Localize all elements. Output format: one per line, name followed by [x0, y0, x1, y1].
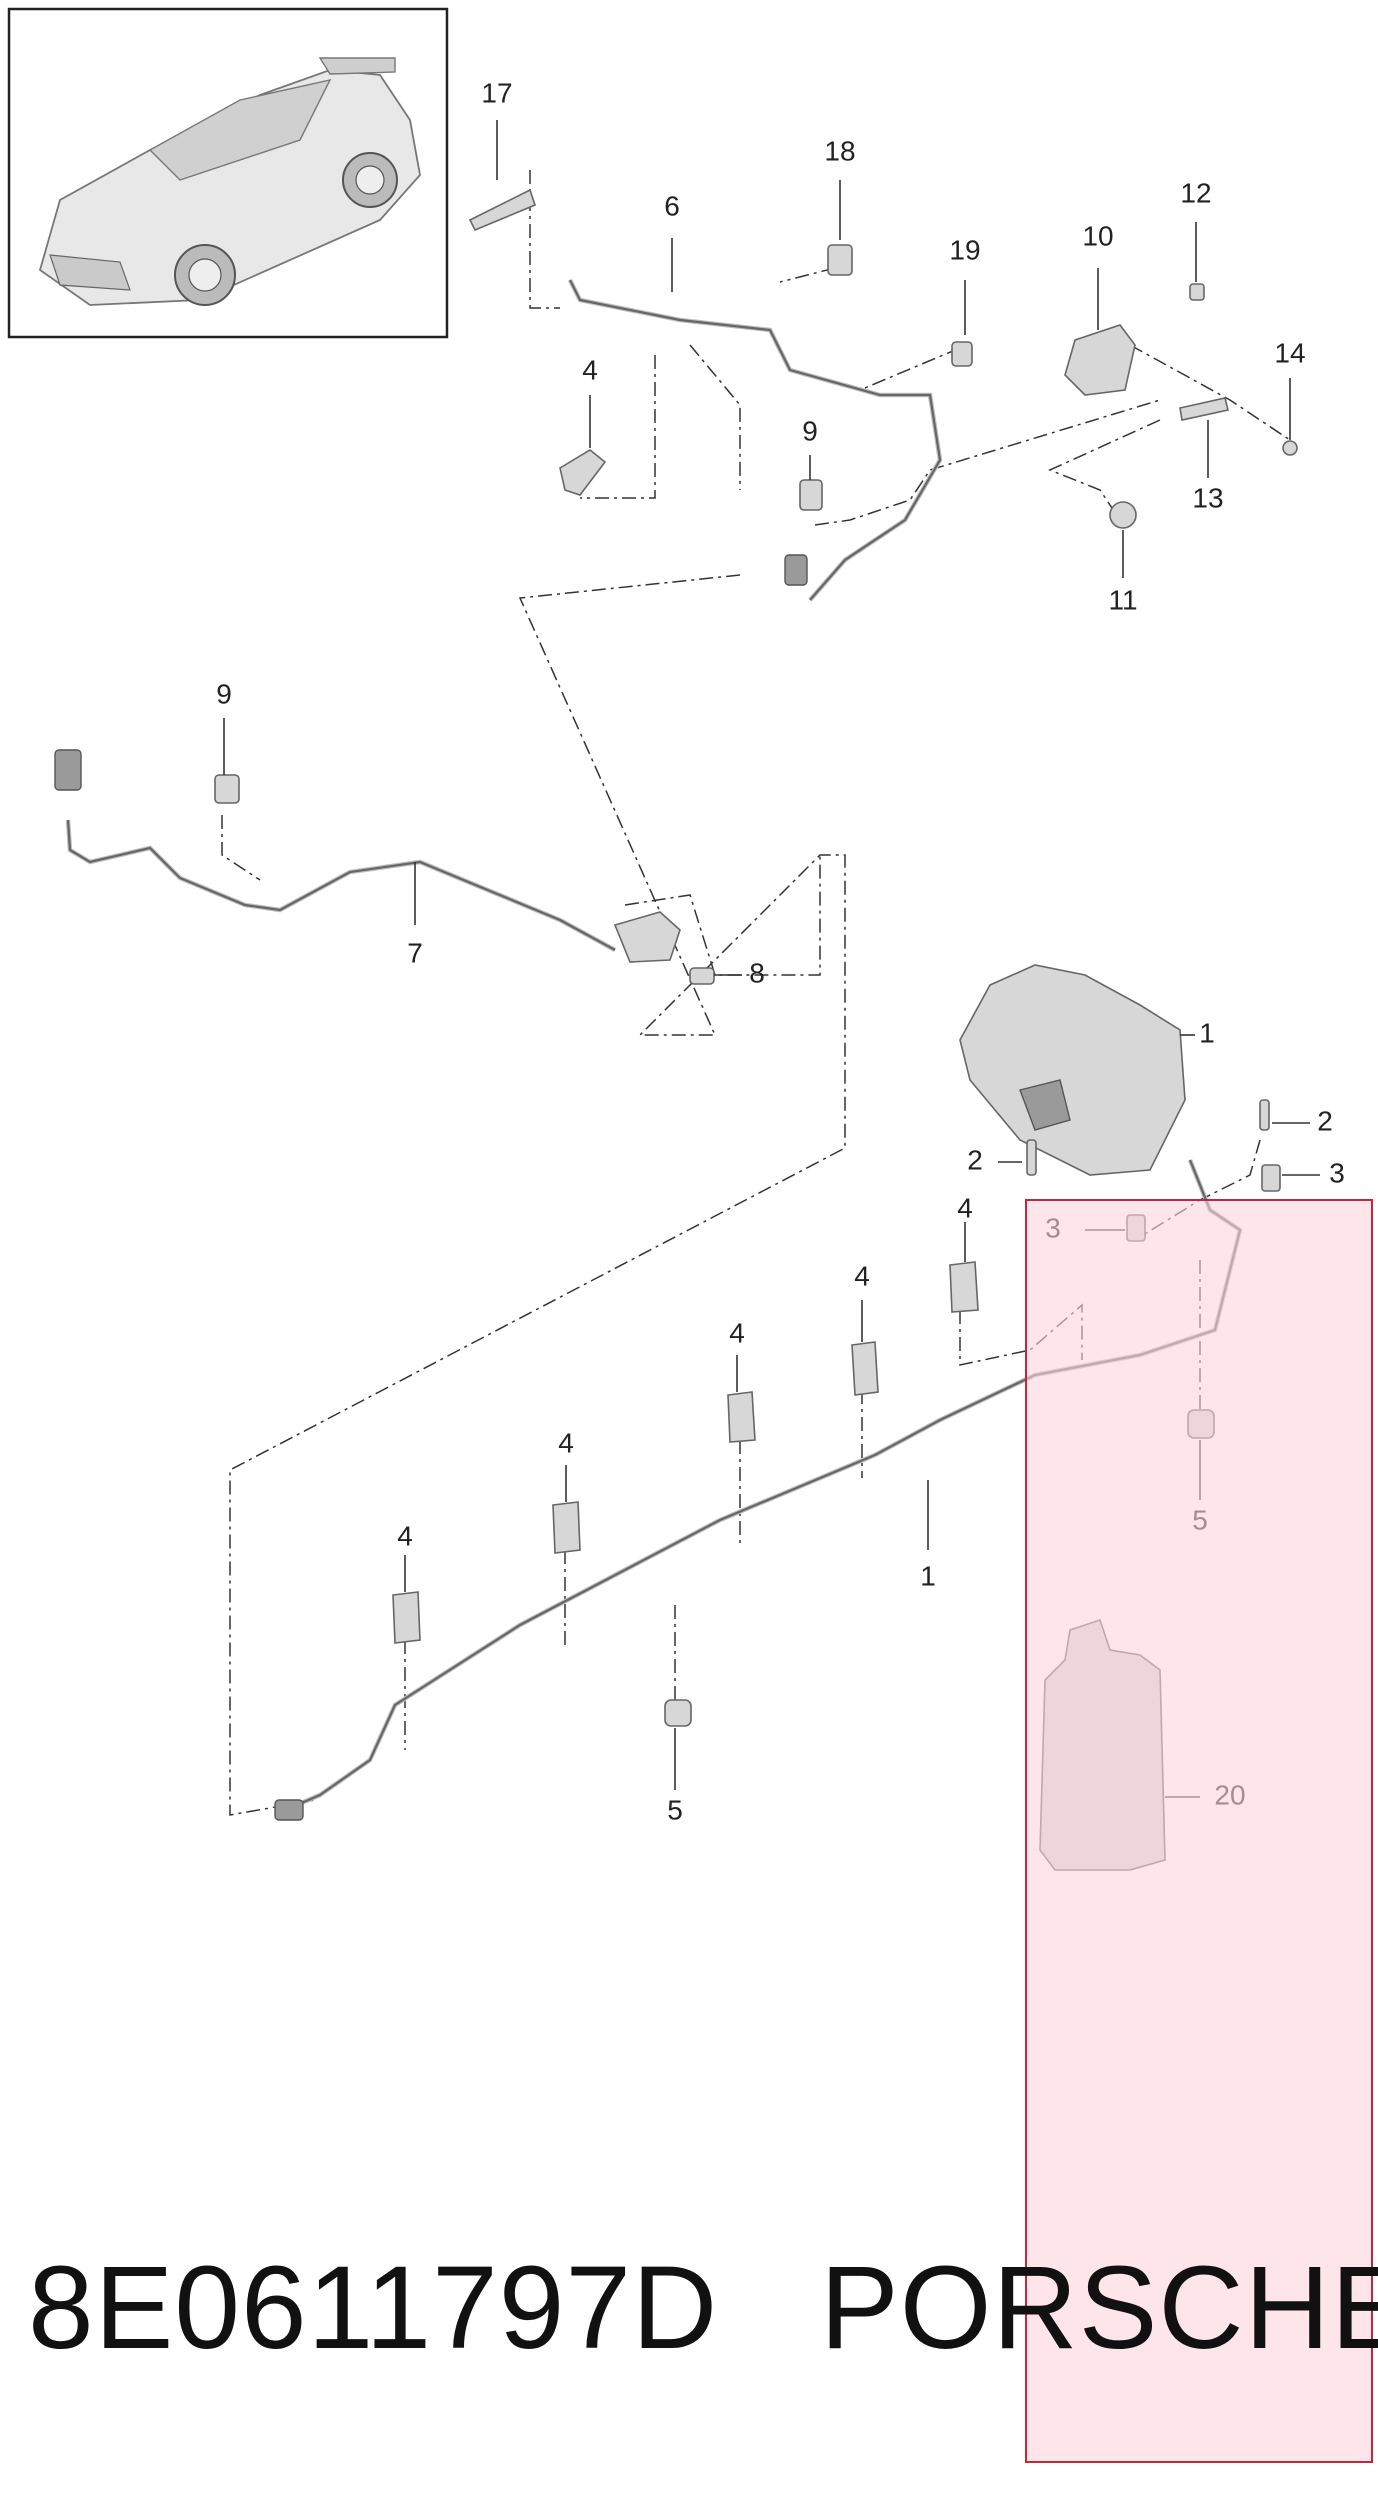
callout-10: 10 [1082, 220, 1113, 251]
callout-18: 18 [824, 135, 855, 166]
callout-2-left: 2 [967, 1144, 983, 1175]
callout-labels: 17 18 6 19 10 12 14 4 9 13 11 9 7 8 1 2 … [216, 77, 1345, 1825]
callout-19: 19 [949, 234, 980, 265]
callout-2-right: 2 [1317, 1105, 1333, 1136]
callout-9-left: 9 [216, 678, 232, 709]
callout-7: 7 [407, 937, 423, 968]
callout-8: 8 [749, 957, 765, 988]
callout-4-e: 4 [397, 1520, 413, 1551]
callout-13: 13 [1192, 482, 1223, 513]
callout-5-left: 5 [667, 1794, 683, 1825]
part-number-caption: 8E0611797D [28, 2242, 719, 2374]
callout-3-right: 3 [1329, 1157, 1345, 1188]
vehicle-thumbnail [7, 7, 449, 339]
callout-4-b: 4 [854, 1260, 870, 1291]
callout-9-top: 9 [802, 415, 818, 446]
callout-4-c: 4 [729, 1317, 745, 1348]
callout-4-a: 4 [957, 1192, 973, 1223]
callout-1-line: 1 [920, 1560, 936, 1591]
callout-11: 11 [1108, 584, 1137, 615]
callout-17: 17 [481, 77, 512, 108]
callout-6: 6 [664, 190, 680, 221]
callout-12: 12 [1180, 177, 1211, 208]
highlight-box [1025, 1199, 1373, 2463]
callout-4-d: 4 [558, 1427, 574, 1458]
callout-4-top: 4 [582, 354, 598, 385]
callout-1-reservoir: 1 [1199, 1017, 1215, 1048]
callout-14: 14 [1274, 337, 1305, 368]
brand-caption: PORSCHE [820, 2242, 1378, 2374]
